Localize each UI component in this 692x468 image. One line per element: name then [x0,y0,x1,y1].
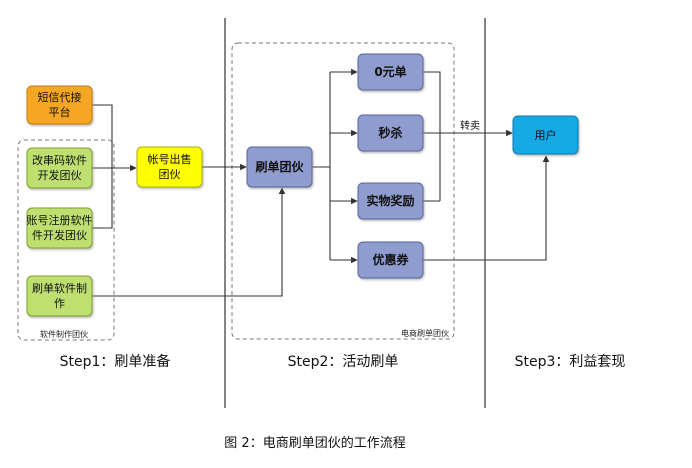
svg-text:帐号出售: 帐号出售 [148,152,192,166]
coupon-node: 优惠券 [357,241,424,279]
sms-connector [92,104,113,168]
svg-text:件开发团伙: 件开发团伙 [32,228,87,242]
svg-text:刷单软件制: 刷单软件制 [32,281,87,295]
imei-dev-gang-node: 改串码软件 开发团伙 [26,147,93,189]
brush-gang-node: 刷单团伙 [246,146,313,188]
svg-text:改串码软件: 改串码软件 [32,153,87,167]
svg-text:开发团伙: 开发团伙 [38,168,82,182]
coupon-to-user-arrow [423,155,550,261]
svg-text:实物奖励: 实物奖励 [366,193,414,208]
svg-text:团伙: 团伙 [159,168,181,181]
svg-text:0元单: 0元单 [374,64,406,79]
resale-spine [423,71,441,201]
svg-text:作: 作 [54,297,65,310]
software-group-box [17,139,115,341]
zero-order-node: 0元单 [357,53,424,91]
software-group-label: 软件制作团伙 [40,329,88,339]
svg-text:账号注册软件: 账号注册软件 [27,213,93,227]
ecommerce-group-box [231,42,455,340]
brush-software-node: 刷单软件制 作 [26,275,93,317]
svg-text:优惠券: 优惠券 [372,252,409,267]
user-node: 用户 [512,115,579,155]
step3-label: Step3：利益套现 [515,354,626,370]
svg-text:用户: 用户 [535,128,557,142]
sms-platform-node: 短信代接 平台 [26,85,93,125]
flash-sale-node: 秒杀 [357,114,424,152]
svg-text:短信代接: 短信代接 [38,90,82,104]
svg-text:平台: 平台 [49,105,71,119]
ecommerce-group-label: 电商刷单团伙 [401,328,449,338]
account-sell-gang-node: 帐号出售 团伙 [136,146,203,188]
step2-label: Step2：活动刷单 [288,354,399,370]
account-reg-connector [92,168,113,229]
brush-soft-to-brush-gang-arrow [92,187,286,297]
resale-label: 转卖 [460,119,480,132]
svg-text:秒杀: 秒杀 [378,125,402,140]
physical-reward-node: 实物奖励 [357,182,424,220]
figure-caption: 图 2：电商刷单团伙的工作流程 [224,435,405,451]
step1-label: Step1：刷单准备 [60,353,171,370]
account-reg-dev-gang-node: 账号注册软件 件开发团伙 [26,207,93,249]
svg-text:刷单团伙: 刷单团伙 [255,159,304,174]
